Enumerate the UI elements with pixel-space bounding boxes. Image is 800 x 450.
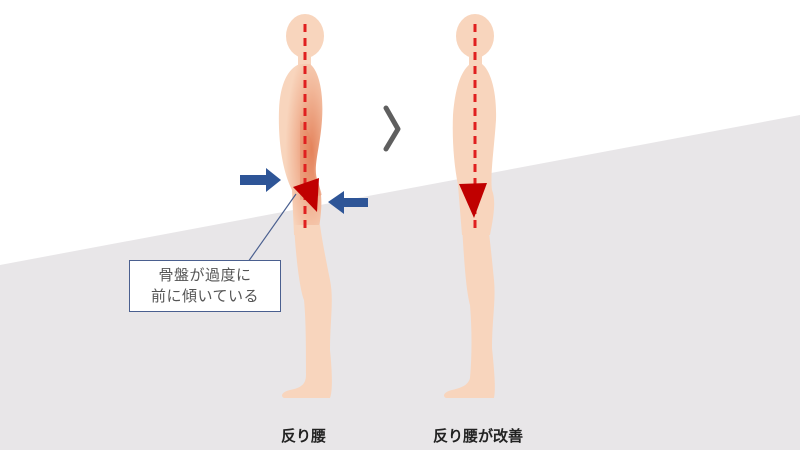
pelvis-callout: 骨盤が過度に 前に傾いている [129, 260, 281, 312]
callout-line-1: 骨盤が過度に [158, 266, 252, 284]
chevron-right-icon [383, 105, 401, 152]
head [286, 14, 324, 58]
callout-leader-line [247, 193, 297, 263]
pelvis-tilt-triangle-icon [293, 178, 319, 212]
arrow-right-icon [240, 168, 281, 192]
callout-line-2: 前に傾いている [150, 287, 260, 305]
head [456, 14, 494, 58]
figure-after [444, 14, 497, 398]
leg [444, 225, 495, 398]
figure-before [240, 14, 368, 398]
pelvis-neutral-triangle-icon [459, 183, 487, 218]
leg [282, 225, 332, 398]
floor-background [0, 115, 800, 450]
arrow-left-icon [328, 191, 368, 214]
caption-before: 反り腰 [281, 427, 327, 445]
caption-after: 反り腰が改善 [433, 427, 524, 445]
